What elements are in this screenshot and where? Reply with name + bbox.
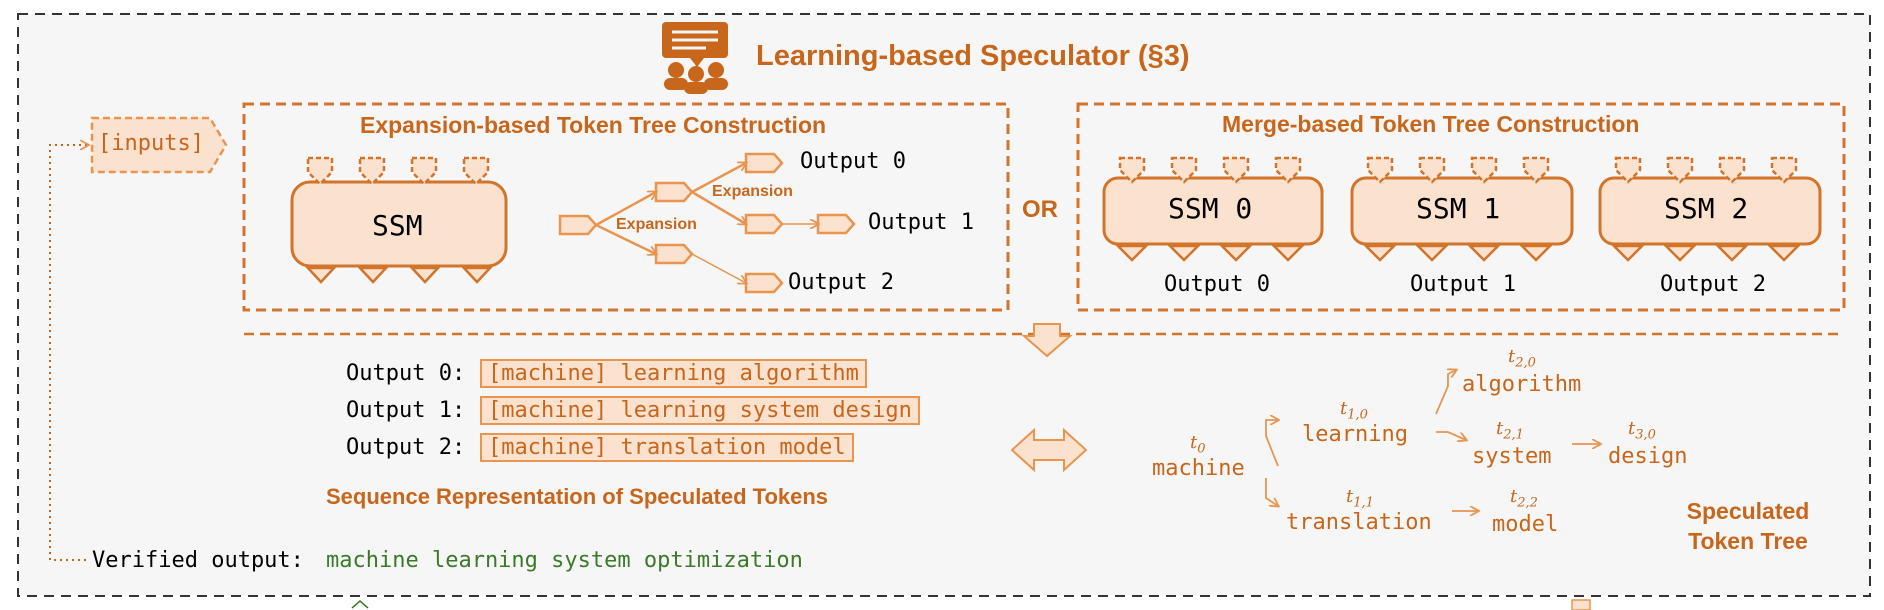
expansion-panel-border xyxy=(242,102,1010,312)
page-title: Learning-based Speculator (§3) xyxy=(756,40,1190,72)
token-t0-word: machine xyxy=(1152,456,1245,481)
or-label: OR xyxy=(1022,196,1058,223)
verified-output-label: Verified output: xyxy=(92,548,304,573)
sequence-prefix-0: Output 0: xyxy=(346,361,466,386)
merge-output-2: Output 2 xyxy=(1660,272,1766,297)
ssm-merge-box-0 xyxy=(1102,156,1324,262)
token-t20-symbol: t2,0 xyxy=(1508,346,1536,371)
feedback-line xyxy=(49,145,88,561)
ssm-0-label: SSM 0 xyxy=(1168,192,1253,225)
token-t11-word: translation xyxy=(1286,510,1432,535)
merge-output-0: Output 0 xyxy=(1164,272,1270,297)
verified-output-text: machine learning system optimization xyxy=(326,548,803,573)
token-t30-word: design xyxy=(1608,444,1688,469)
edge-mark-left xyxy=(351,600,369,609)
edge-mark-right xyxy=(1571,599,1591,610)
sequence-text-1: [machine] learning system design xyxy=(480,396,920,425)
double-arrow-icon xyxy=(1010,427,1088,473)
token-t20-word: algorithm xyxy=(1462,372,1582,397)
inputs-tag-label: [inputs] xyxy=(98,131,204,156)
expansion-edges xyxy=(595,163,818,283)
presenter-icon-lines xyxy=(672,30,718,50)
token-t22-word: model xyxy=(1492,512,1559,537)
token-tree-caption-line2: Token Tree xyxy=(1688,528,1808,554)
sequence-prefix-2: Output 2: xyxy=(346,435,466,460)
expansion-output-0: Output 0 xyxy=(800,149,906,174)
expansion-tree xyxy=(558,152,856,294)
token-t22-symbol: t2,2 xyxy=(1510,486,1538,511)
token-t0-symbol: t0 xyxy=(1190,432,1206,457)
expansion-edge-label-2: Expansion xyxy=(616,216,697,233)
sequence-text-2: [machine] translation model xyxy=(480,433,854,462)
token-t11-symbol: t1,1 xyxy=(1346,486,1374,511)
token-tree-edges xyxy=(1265,370,1600,511)
token-t21-word: system xyxy=(1472,444,1552,469)
expansion-output-2: Output 2 xyxy=(788,270,894,295)
sequence-text-0: [machine] learning algorithm xyxy=(480,359,867,388)
merge-panel-title: Merge-based Token Tree Construction xyxy=(1222,111,1640,137)
merge-output-1: Output 1 xyxy=(1410,272,1516,297)
expansion-panel-title: Expansion-based Token Tree Construction xyxy=(360,112,827,138)
inputs-tag-shape xyxy=(90,116,228,174)
expansion-edge-label-1: Expansion xyxy=(712,183,793,200)
expansion-output-1: Output 1 xyxy=(868,210,974,235)
merge-panel-border xyxy=(1076,102,1846,312)
token-t21-symbol: t2,1 xyxy=(1496,418,1524,443)
ssm-1-label: SSM 1 xyxy=(1416,192,1501,225)
token-t30-symbol: t3,0 xyxy=(1628,418,1656,443)
token-t10-word: learning xyxy=(1302,422,1408,447)
ssm-merge-box-2 xyxy=(1598,156,1822,262)
ssm-merge-box-1 xyxy=(1350,156,1574,262)
down-arrow-icon xyxy=(1021,323,1073,358)
sequence-prefix-1: Output 1: xyxy=(346,398,466,423)
ssm-expansion-box xyxy=(290,156,508,284)
sequence-caption: Sequence Representation of Speculated To… xyxy=(326,484,829,509)
token-t10-symbol: t1,0 xyxy=(1340,398,1368,423)
outer-panel xyxy=(17,13,1871,597)
ssm-2-label: SSM 2 xyxy=(1664,192,1749,225)
token-tree-caption-line1: Speculated xyxy=(1686,498,1810,524)
ssm-label: SSM xyxy=(372,209,423,242)
